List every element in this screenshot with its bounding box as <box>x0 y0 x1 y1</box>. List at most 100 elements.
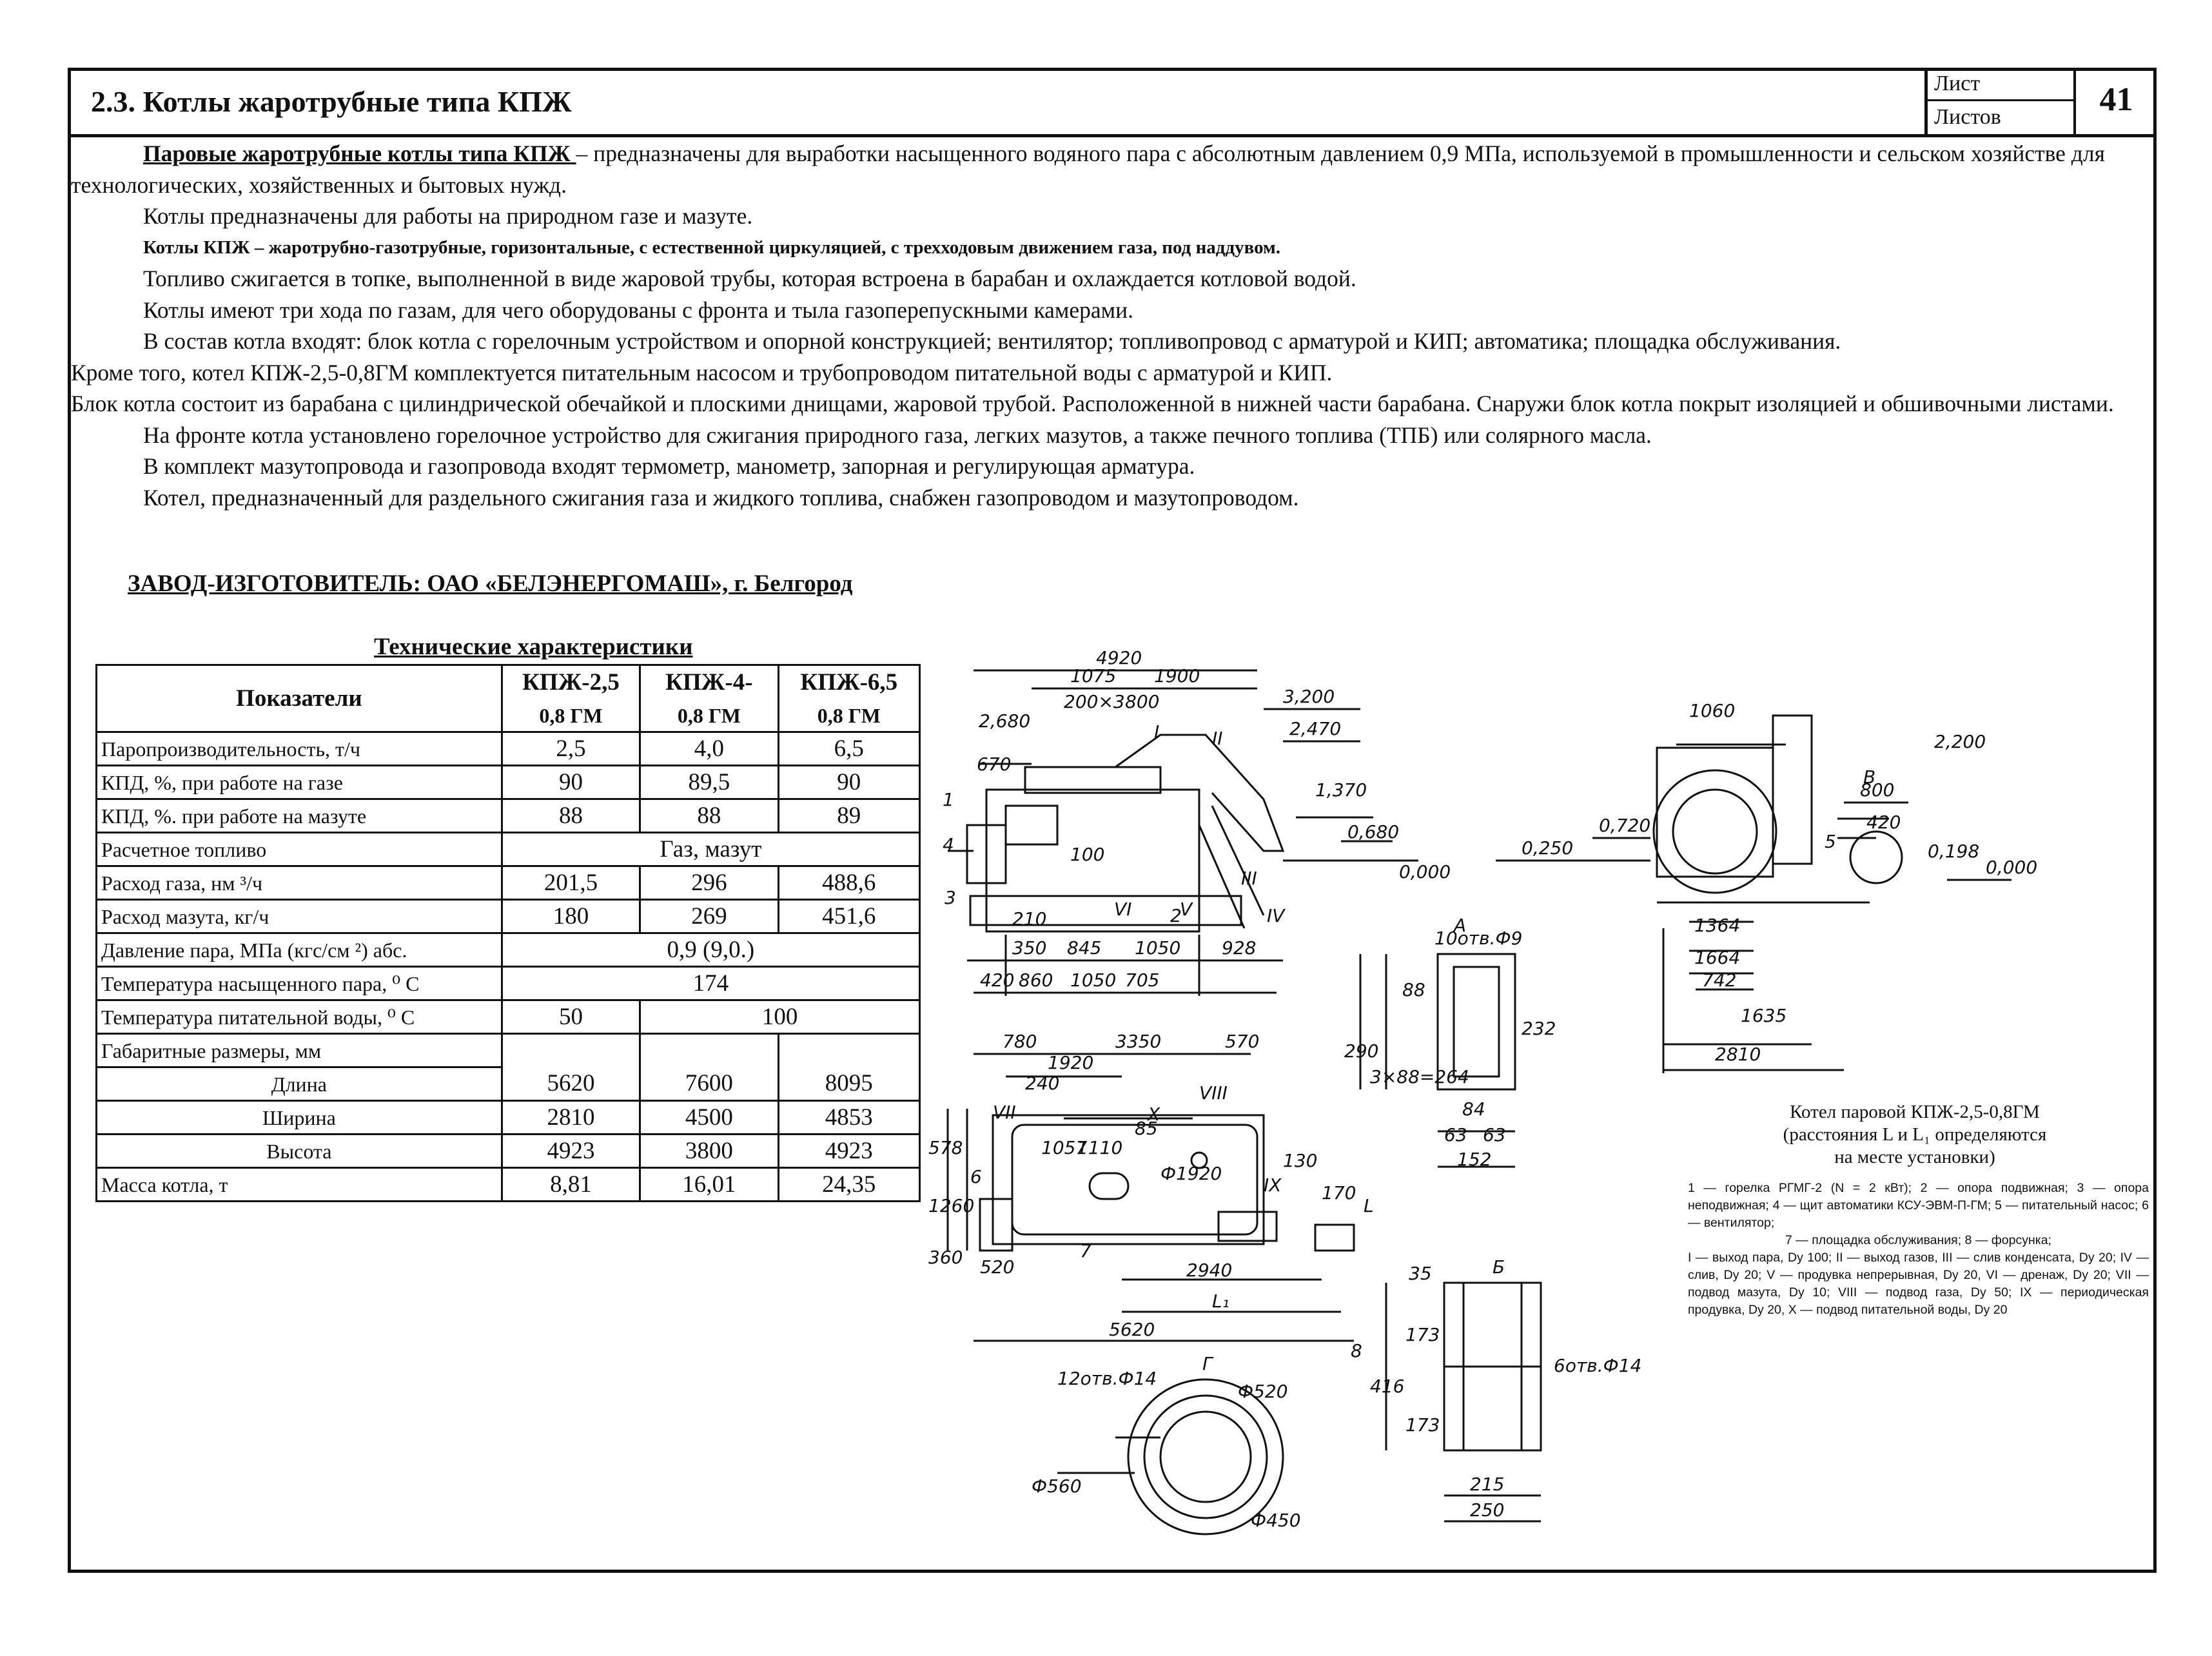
caption-line: Котел паровой КПЖ-2,5-0,8ГМ <box>1790 1102 2040 1122</box>
dim-label: 84 <box>1462 1098 1485 1120</box>
col-header-model: КПЖ-6,5 <box>777 664 921 699</box>
port-label: III <box>1241 868 1257 889</box>
dim-label: 1050 <box>1135 937 1180 959</box>
dim-label: 1920 <box>1048 1052 1093 1073</box>
cell: 88 <box>639 798 779 833</box>
dim-label: 12отв.Ф14 <box>1057 1368 1157 1389</box>
dim-label: 1,370 <box>1315 779 1367 801</box>
port-label: VII <box>993 1102 1016 1123</box>
cell <box>777 1033 921 1067</box>
dim-label: 130 <box>1283 1150 1317 1171</box>
dim-label: 173 <box>1405 1414 1440 1436</box>
dim-label: 3350 <box>1115 1031 1161 1052</box>
part-label: 4 <box>943 834 954 855</box>
dim-label: 290 <box>1344 1040 1378 1062</box>
cell: 8095 <box>777 1067 921 1102</box>
dim-label: 800 <box>1125 691 1159 712</box>
title-block: 2.3. Котлы жаротрубные типа КПЖ Лист Лис… <box>68 68 2157 137</box>
dim-label: 63 <box>1483 1124 1506 1145</box>
cell: 90 <box>500 765 641 800</box>
dim-label: Ф1920 <box>1160 1163 1222 1184</box>
dim-label: 420 <box>1866 812 1901 833</box>
sheet-box: Лист Листов 41 <box>1924 68 2157 134</box>
col-header-param: Показатели <box>95 664 503 733</box>
dim-label: 5620 <box>1109 1319 1155 1340</box>
dim-label: 3,200 <box>1283 686 1335 707</box>
paragraph: Котлы предназначены для работы на природ… <box>143 203 753 229</box>
legend-ports: I — выход пара, Dу 100; II — выход газов… <box>1688 1251 2149 1317</box>
dim-label: 0,720 <box>1599 815 1650 836</box>
row-label: Масса котла, т <box>95 1167 503 1202</box>
cell: 89,5 <box>639 765 779 800</box>
dim-label: 210 <box>1012 908 1046 930</box>
port-label: V <box>1180 899 1193 920</box>
dim-label: 200×3 <box>1064 691 1125 712</box>
dim-label: 1050 <box>1070 969 1116 991</box>
dim-label: 240 <box>1025 1073 1059 1094</box>
cell: 2810 <box>500 1100 641 1135</box>
dim-label: 85 <box>1135 1118 1158 1139</box>
dim-label: 0,680 <box>1347 821 1399 843</box>
cell: 8,81 <box>500 1167 641 1202</box>
row-label: Ширина <box>95 1100 503 1135</box>
table-row: Расход газа, нм ³/ч 201,5 296 488,6 <box>95 865 921 901</box>
dim-label: Ф560 <box>1032 1476 1082 1497</box>
part-label: 1 <box>943 789 954 810</box>
paragraph: В комплект мазутопровода и газопровода в… <box>143 453 1195 479</box>
dim-label: 173 <box>1405 1324 1440 1345</box>
paragraph-lead: Паровые жаротрубные котлы типа КПЖ <box>143 141 576 166</box>
dim-label: 1260 <box>928 1195 974 1216</box>
table-row: Давление пара, МПа (кгс/см ²) абс. 0,9 (… <box>95 932 921 968</box>
row-label: Расход газа, нм ³/ч <box>95 865 503 901</box>
port-label: X <box>1146 1104 1160 1125</box>
dim-label: 250 <box>1470 1499 1504 1521</box>
table-row: Масса котла, т 8,81 16,01 24,35 <box>95 1167 921 1202</box>
dim-label: 63 <box>1444 1124 1467 1145</box>
dim-label: 578 <box>928 1137 963 1158</box>
dim-label: 35 <box>1409 1263 1432 1284</box>
cell: 4500 <box>639 1100 779 1135</box>
paragraph: Топливо сжигается в топке, выполненной в… <box>143 266 1356 291</box>
dim-label: 2,470 <box>1289 718 1341 739</box>
dim-label: 742 <box>1702 969 1736 991</box>
dim-label: 928 <box>1222 937 1256 959</box>
view-label: Б <box>1493 1256 1505 1278</box>
cell: 4923 <box>500 1133 641 1169</box>
paragraph: Котлы КПЖ – жаротрубно-газотрубные, гори… <box>143 237 1281 258</box>
dim-label: 232 <box>1522 1018 1556 1039</box>
cell: 89 <box>777 798 921 833</box>
dim-label: 2810 <box>1715 1044 1761 1065</box>
boiler-drawing: 4920 1075 1900 200×3 800 2,680 3,200 2,4… <box>928 647 2037 1535</box>
dim-label: 10отв.Ф9 <box>1434 928 1522 949</box>
port-label: VI <box>1114 899 1131 920</box>
row-label: КПД, %. при работе на мазуте <box>95 798 503 833</box>
description-text: Паровые жаротрубные котлы типа КПЖ – пре… <box>71 138 2150 513</box>
view-label: А <box>1453 915 1466 936</box>
col-header-model: КПЖ-2,5 <box>500 664 641 699</box>
cell: 5620 <box>500 1067 641 1102</box>
port-label: I <box>1154 721 1159 743</box>
figure-caption: Котел паровой КПЖ-2,5-0,8ГМ (расстояния … <box>1689 1101 2140 1169</box>
paragraph: Котел, предназначенный для раздельного с… <box>143 484 1299 511</box>
dim-label: 2940 <box>1186 1260 1232 1281</box>
port-label: IV <box>1267 905 1286 926</box>
table-row: Длина 5620 7600 8095 <box>95 1066 921 1102</box>
table-row: Ширина 2810 4500 4853 <box>95 1100 921 1135</box>
cell <box>639 1033 779 1067</box>
caption-line: на месте установки) <box>1834 1147 1995 1167</box>
dim-label: 800 <box>1860 779 1894 801</box>
cell: 4853 <box>777 1100 921 1135</box>
dim-label: 0,198 <box>1928 841 1979 862</box>
specs-title: Технические характеристики <box>374 634 693 660</box>
cell: 201,5 <box>500 865 641 901</box>
dim-label: 1057 <box>1041 1137 1087 1158</box>
dim-label: 780 <box>1003 1031 1037 1052</box>
paragraph: Паровые жаротрубные котлы типа КПЖ – пре… <box>71 138 2150 200</box>
cell: 296 <box>639 865 779 901</box>
dim-label: 1635 <box>1741 1005 1786 1026</box>
page-title: 2.3. Котлы жаротрубные типа КПЖ <box>91 85 572 118</box>
part-label: 7 <box>1080 1240 1091 1261</box>
col-header-sub: 0,8 ГМ <box>639 699 779 733</box>
cell: 180 <box>500 899 641 934</box>
cell: 6,5 <box>777 731 921 766</box>
